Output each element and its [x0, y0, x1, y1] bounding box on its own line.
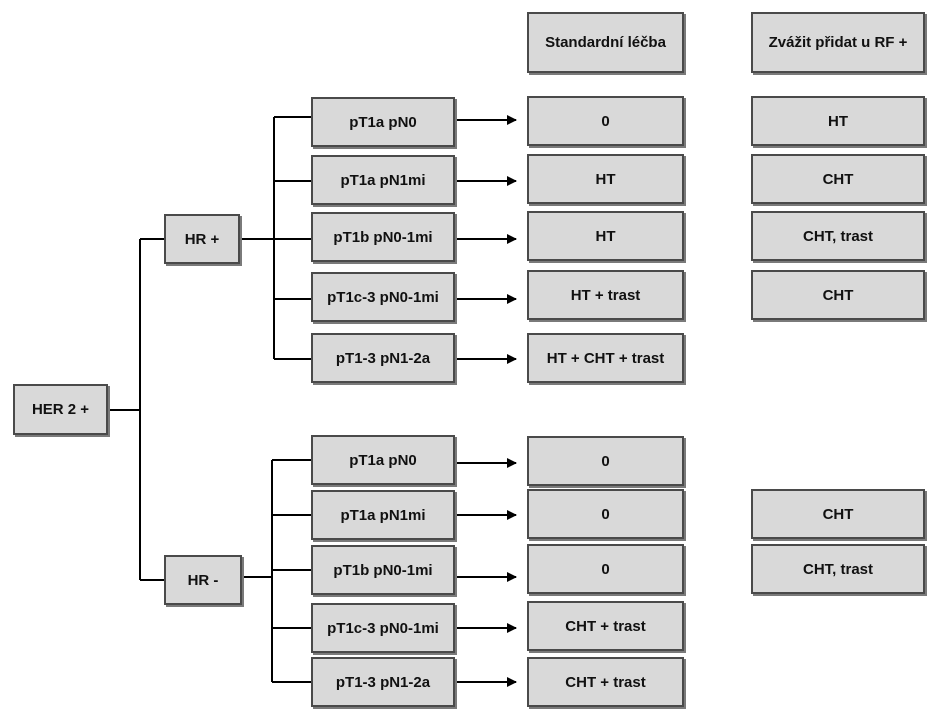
consider-node: CHT, trast: [751, 211, 925, 261]
consider-node: CHT, trast: [751, 544, 925, 594]
group-node-hr-positive: HR +: [164, 214, 240, 264]
group-node-hr-negative: HR -: [164, 555, 242, 605]
standard-treatment-node: HT + trast: [527, 270, 684, 320]
stage-node: pT1a pN1mi: [311, 490, 455, 540]
standard-treatment-node: HT: [527, 154, 684, 204]
consider-node: CHT: [751, 489, 925, 539]
standard-treatment-node: CHT + trast: [527, 657, 684, 707]
standard-treatment-node: 0: [527, 489, 684, 539]
standard-treatment-node: 0: [527, 96, 684, 146]
stage-node: pT1b pN0-1mi: [311, 212, 455, 262]
standard-treatment-node: 0: [527, 544, 684, 594]
stage-node: pT1b pN0-1mi: [311, 545, 455, 595]
stage-node: pT1-3 pN1-2a: [311, 657, 455, 707]
stage-node: pT1a pN1mi: [311, 155, 455, 205]
consider-node: CHT: [751, 154, 925, 204]
consider-node: CHT: [751, 270, 925, 320]
root-node-her2: HER 2 +: [13, 384, 108, 435]
stage-node: pT1a pN0: [311, 435, 455, 485]
standard-treatment-node: CHT + trast: [527, 601, 684, 651]
stage-node: pT1c-3 pN0-1mi: [311, 603, 455, 653]
standard-treatment-node: 0: [527, 436, 684, 486]
stage-node: pT1-3 pN1-2a: [311, 333, 455, 383]
header-consider-adding: Zvážit přidat u RF +: [751, 12, 925, 73]
standard-treatment-node: HT: [527, 211, 684, 261]
stage-node: pT1c-3 pN0-1mi: [311, 272, 455, 322]
standard-treatment-node: HT + CHT + trast: [527, 333, 684, 383]
consider-node: HT: [751, 96, 925, 146]
header-standard-treatment: Standardní léčba: [527, 12, 684, 73]
stage-node: pT1a pN0: [311, 97, 455, 147]
